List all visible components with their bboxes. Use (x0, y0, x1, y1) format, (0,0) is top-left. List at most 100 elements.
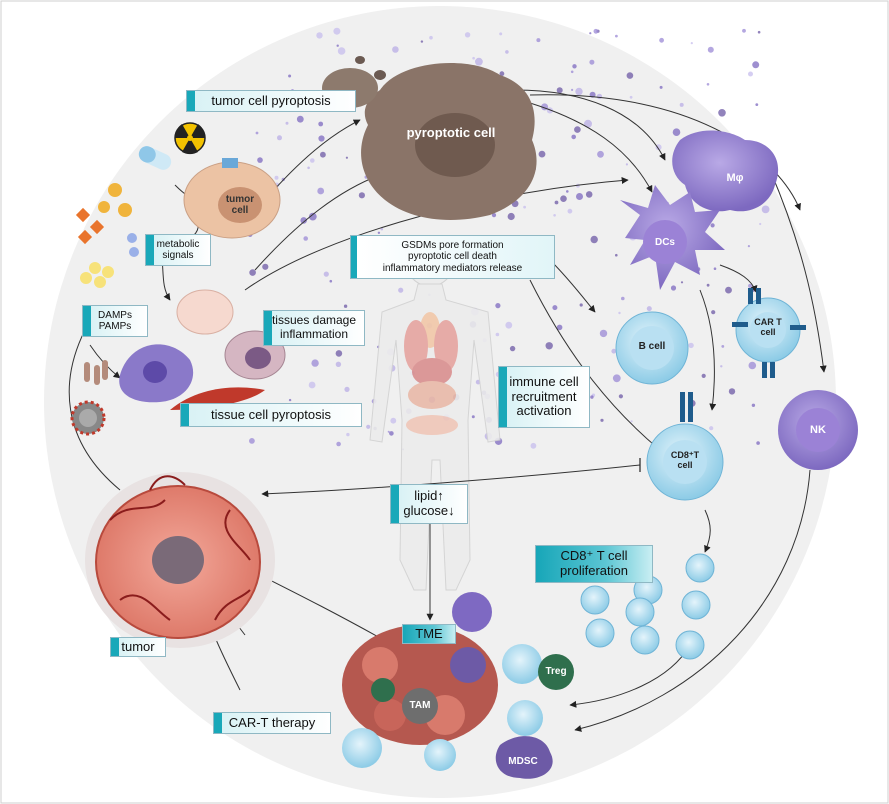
proliferating-cd8-cell (681, 590, 711, 620)
mediator-dot (621, 296, 625, 301)
macrophage (672, 130, 779, 212)
mediator-dot (310, 158, 315, 163)
mediator-dot (552, 305, 558, 311)
mediator-dot (626, 72, 634, 79)
mediator-dot (567, 208, 573, 214)
tumor-cell (183, 158, 281, 239)
damps-line2: PAMPs (98, 321, 132, 332)
mediator-dot (574, 126, 581, 133)
mediator-dot (570, 70, 574, 74)
gsdms-label-line2: pyroptotic cell death (408, 251, 497, 263)
car-t-cell (732, 288, 806, 378)
mediator-dot (590, 235, 598, 244)
mediator-dot (611, 348, 617, 354)
mediator-dot (366, 424, 371, 429)
nk-cell (778, 390, 858, 470)
mediator-dot (545, 342, 553, 350)
mediator-dot (718, 109, 726, 117)
mediator-dot (377, 231, 381, 234)
immune-cell-label: immune cell recruitment activation (498, 366, 590, 428)
damps-pamps-label: DAMPs PAMPs (82, 305, 148, 337)
proliferating-cd8-cell (625, 597, 655, 627)
tumor-cell-label-line2: cell (231, 205, 249, 216)
mediator-dot (509, 345, 516, 352)
mediator-dot (343, 304, 348, 308)
mediator-dot (757, 30, 761, 34)
treg-label: Treg (545, 666, 567, 677)
mediator-dot (659, 37, 664, 43)
tme-cluster (342, 592, 574, 779)
glucose-line: glucose↓ (403, 503, 455, 518)
mediator-dot (670, 285, 677, 291)
mediator-dot (337, 47, 346, 55)
dcs-label: DCs (654, 237, 675, 248)
mediator-dot (475, 57, 483, 66)
mediator-dot (398, 287, 404, 293)
mediator-dot (571, 134, 576, 140)
mediator-dot (688, 342, 694, 349)
cd8-cell-label: CD8⁺T cell (660, 450, 710, 471)
gsdms-label-line3: inflammatory mediators release (382, 262, 523, 274)
mediator-dot (646, 306, 652, 312)
tme-label: TME (402, 624, 456, 644)
mediator-dot (556, 87, 563, 94)
car-t-therapy-label: CAR-T therapy (213, 712, 331, 734)
mediator-dot (536, 38, 541, 43)
mediator-dot (308, 381, 316, 389)
tissue-cell-pyroptosis-label: tissue cell pyroptosis (180, 403, 362, 427)
mediator-dot (505, 50, 509, 54)
mediator-dot (288, 398, 292, 402)
mediator-dot (721, 345, 725, 348)
mediator-dot (346, 432, 350, 437)
mediator-dot (380, 227, 384, 231)
mediator-dot (672, 128, 681, 136)
mediator-dot (585, 191, 593, 198)
mediator-dot (255, 131, 259, 135)
mediator-dot (553, 214, 556, 217)
mediator-dot (358, 192, 365, 199)
mediator-dot (725, 286, 732, 294)
tissues-damage-label: tissues damage inflammation (263, 310, 365, 346)
mediator-dot (742, 28, 746, 33)
mediator-dot (317, 187, 325, 195)
mediator-dot (523, 205, 526, 209)
proliferating-cd8-cells (580, 553, 715, 660)
mediator-dot (345, 156, 348, 159)
mediator-dot (308, 212, 317, 221)
car-t-cell-label: CAR T cell (745, 317, 791, 338)
mediator-dot (711, 310, 716, 315)
mediator-dot (748, 361, 757, 370)
mediator-dot (344, 386, 350, 392)
dendritic-cell (620, 185, 725, 290)
lipid-line: lipid↑ (414, 488, 444, 504)
metabolic-signals-line2: signals (162, 250, 194, 261)
macrophage-label: Mφ (726, 172, 744, 184)
mediator-dot (629, 95, 633, 99)
mediator-dot (720, 365, 723, 368)
b-cell-label: B cell (638, 341, 666, 352)
mediator-dot (300, 217, 308, 224)
proliferating-cd8-cell (685, 553, 715, 583)
mediator-dot (249, 269, 256, 276)
mediator-dot (262, 263, 269, 270)
mediator-dot (249, 438, 255, 444)
mediator-dot (336, 441, 341, 447)
mediator-dot (679, 102, 684, 107)
mediator-dot (274, 175, 279, 180)
b-cell (615, 311, 689, 385)
mediator-dot (316, 32, 323, 39)
gsdms-label-line1: GSDMs pore formation (401, 239, 504, 251)
mediator-dot (680, 281, 684, 284)
mediator-dot (728, 388, 736, 395)
mediator-dot (387, 430, 390, 433)
mediator-dot (755, 103, 759, 106)
mediator-dot (277, 135, 282, 141)
tam-label: TAM (409, 700, 431, 711)
mediator-dot (554, 200, 559, 205)
mediator-dot (751, 403, 756, 407)
mediator-dot (615, 253, 618, 257)
mediator-dot (748, 71, 753, 77)
mediator-dot (335, 350, 343, 357)
mediator-dot (530, 442, 537, 449)
mediator-dot (320, 151, 326, 158)
